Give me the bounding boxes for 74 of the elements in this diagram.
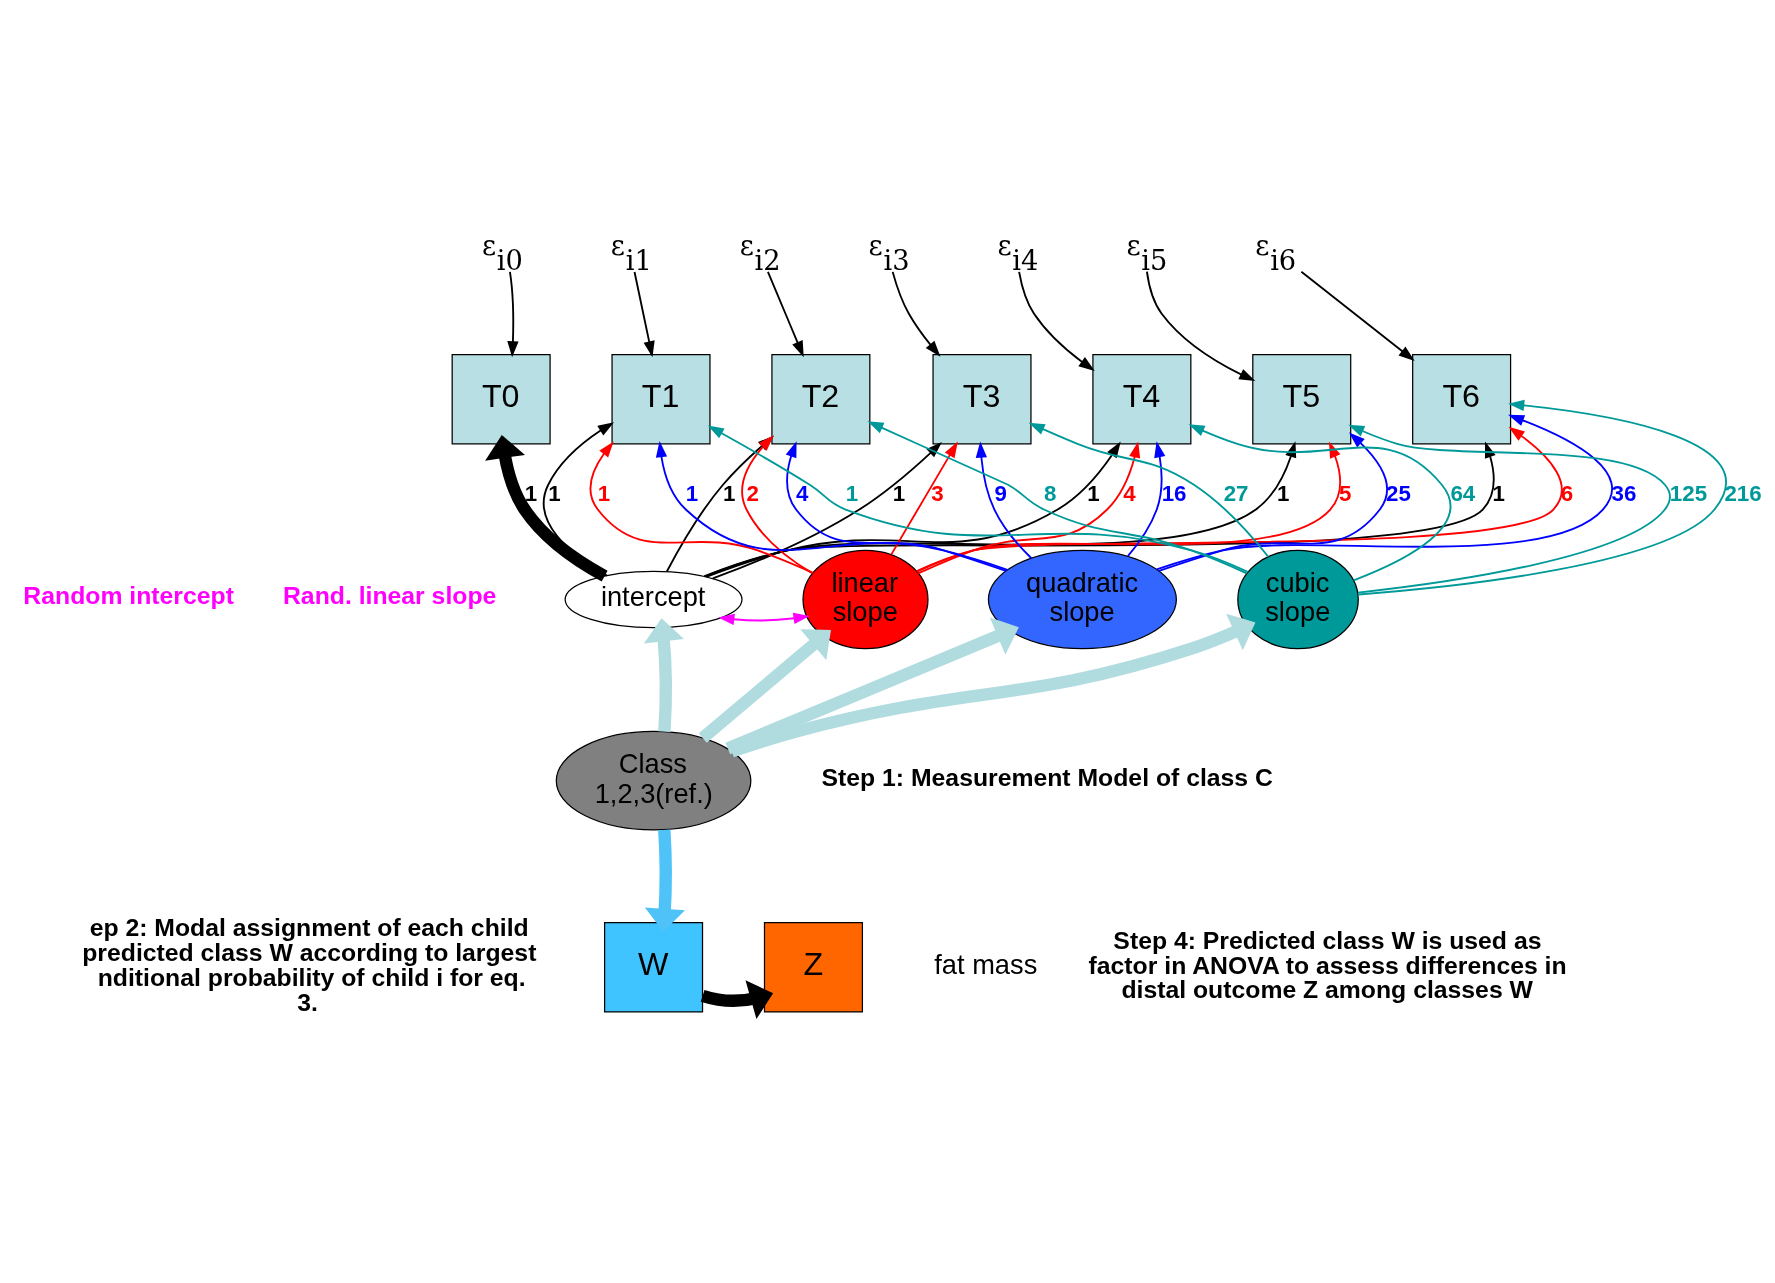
edge-label: 2 (746, 481, 759, 507)
node-ellipse: cubic slope (1237, 549, 1359, 650)
node-box: T1 (611, 354, 711, 445)
arrow (1158, 432, 1388, 572)
node-ellipse: linear slope (802, 549, 929, 650)
arrow (643, 618, 685, 732)
edge-label: 36 (1611, 481, 1637, 507)
node-box: T0 (451, 354, 551, 445)
arrow (1348, 424, 1672, 594)
node-ellipse: quadratic slope (987, 549, 1177, 650)
arrow (633, 271, 655, 358)
label: Step 4: Predicted class W is used as factor in ANOVA to assess differences in distal outcome Z among classes W (1088, 926, 1567, 1004)
edge-label: 1 (1087, 481, 1100, 507)
node-ellipse: Class 1,2,3(ref.) (555, 730, 752, 831)
arrow (767, 271, 804, 358)
edge-label: 1 (722, 481, 736, 507)
edge-label: 1 (524, 481, 538, 507)
node-box: W (604, 922, 704, 1013)
edge-label: 5 (1338, 481, 1352, 507)
edge-label: 8 (1043, 481, 1057, 507)
edge-label: 4 (796, 481, 809, 507)
arrow (1357, 399, 1727, 596)
edge-label: 16 (1161, 481, 1187, 507)
edge-label: 6 (1560, 481, 1574, 507)
arrow (1155, 414, 1613, 571)
arrow (915, 426, 1563, 573)
arrow (725, 617, 1019, 755)
arrow (1126, 441, 1166, 558)
label: Random intercept (23, 582, 234, 610)
arrow (867, 421, 1248, 575)
arrow (891, 270, 941, 357)
arrow (698, 629, 831, 743)
edge-label: 1 (685, 481, 699, 507)
arrow (700, 980, 774, 1019)
arrow (542, 422, 614, 577)
arrow (1018, 270, 1095, 372)
arrow (718, 612, 810, 625)
edge-label: 64 (1450, 481, 1476, 507)
edge-label: 27 (1223, 481, 1249, 507)
edge-label: 125 (1669, 481, 1708, 507)
node-ellipse: intercept (564, 570, 743, 629)
arrow (1146, 270, 1256, 382)
node-box: T4 (1092, 354, 1192, 445)
edge-label: 1 (1492, 481, 1506, 507)
edge-label: 1 (548, 481, 561, 507)
arrow (741, 435, 814, 575)
arrow (1028, 422, 1270, 558)
arrow (589, 441, 814, 574)
edge-label: 1 (597, 481, 611, 507)
arrow (1188, 424, 1452, 582)
edge-label: 3 (931, 481, 944, 507)
arrow (729, 613, 1256, 758)
node-box: Z (763, 922, 863, 1013)
node-box: T2 (771, 354, 871, 445)
node-box: T3 (932, 354, 1032, 445)
edge-label: 216 (1724, 481, 1762, 507)
edge-label: 4 (1123, 481, 1136, 507)
arrow (707, 425, 1249, 573)
node-label: fat mass (934, 949, 1038, 981)
arrow (485, 434, 608, 582)
arrow (644, 829, 686, 932)
arrow (507, 271, 519, 358)
label: ep 2: Modal assignment of each child predicted class W according to largest nditional probability of child i for eq. 3. (82, 914, 537, 1016)
arrow (975, 441, 1033, 560)
node-box: T5 (1252, 354, 1352, 445)
edge-label: 9 (994, 481, 1007, 507)
edge-label: 1 (1276, 481, 1290, 507)
edge-label: 1 (892, 481, 906, 507)
arrow (665, 435, 774, 573)
edge-label: 1 (845, 481, 859, 507)
arrow (1300, 270, 1415, 361)
label: Step 1: Measurement Model of class C (821, 763, 1273, 791)
label: Rand. linear slope (283, 582, 497, 610)
node-box: T6 (1412, 354, 1512, 445)
